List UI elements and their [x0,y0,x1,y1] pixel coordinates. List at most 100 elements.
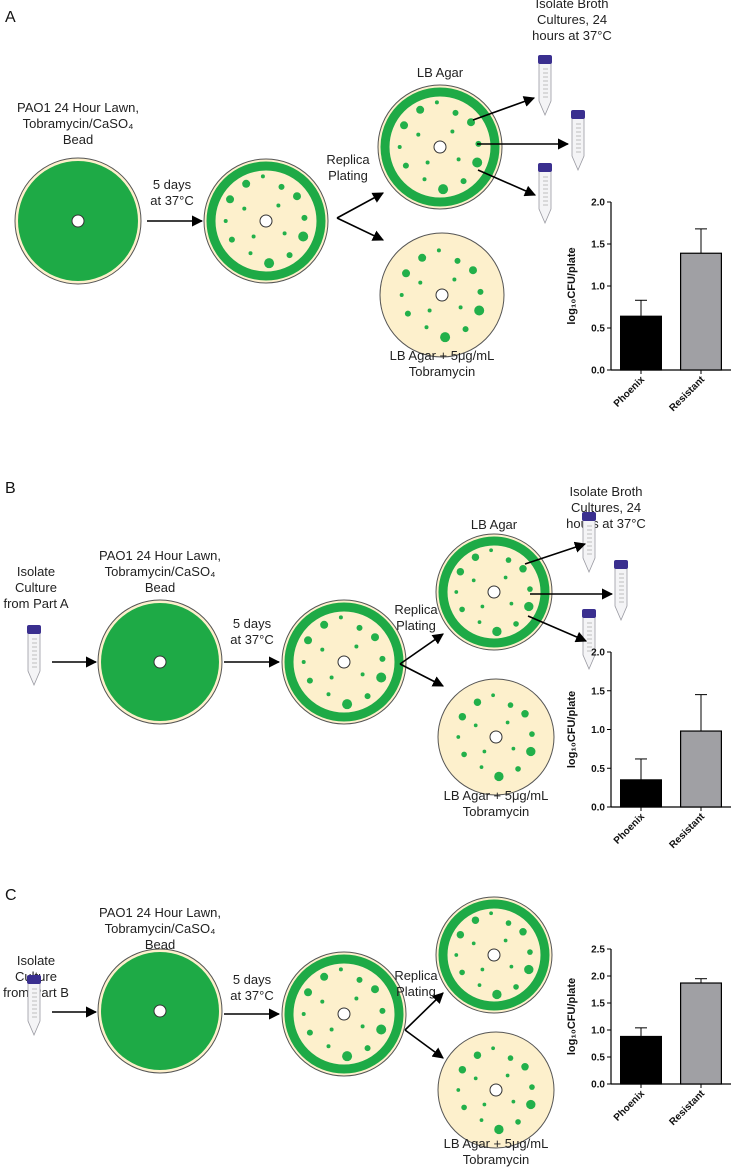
tobramycin-bead [71,214,85,228]
incubation-label: 5 days [233,616,272,631]
colony [503,575,508,580]
colony [505,1073,510,1078]
colony [494,771,504,782]
colony [452,109,459,116]
arrow-icon [404,1029,444,1059]
tobramycin-plate-label: LB Agar + 5μg/mL [444,1136,549,1151]
colony [436,248,441,253]
colony [320,999,325,1004]
colony [223,219,228,223]
colony [376,672,387,683]
petri-dish-icon [435,533,553,651]
y-tick-label: 1.5 [591,240,605,251]
petri-dish-icon [281,951,407,1077]
broth-cultures-label: hours at 37°C [532,28,612,43]
replica-plating-label: Replica [326,152,370,167]
replica-plating-label: Replica [394,968,438,983]
tobramycin-bead [337,655,351,669]
lawn-label: Bead [145,580,175,595]
falcon-tube-icon [27,625,41,687]
colony [418,280,423,285]
tobramycin-plate-label: Tobramycin [463,804,529,819]
y-axis-label: log₁₀CFU/plate [566,691,578,768]
start-label: from Part A [3,596,68,611]
tobramycin-plate-label: LB Agar + 5μg/mL [444,788,549,803]
colony [354,996,359,1001]
broth-cultures-label: Isolate Broth [570,484,643,499]
broth-cultures-label: Cultures, 24 [571,500,641,515]
y-tick-label: 1.5 [591,686,605,697]
colony [228,236,235,243]
tobramycin-bead [489,730,503,744]
colony [342,699,353,710]
colony [434,100,439,105]
colony [458,305,463,310]
lb-agar-label: LB Agar [471,517,518,532]
colony [477,983,482,988]
colony [226,195,235,204]
colony [529,731,535,737]
colony [491,1046,495,1051]
colony [364,1045,371,1052]
broth-cultures-label: hours at 37°C [566,516,646,531]
colony [371,633,379,642]
colony [477,620,482,625]
colony [286,252,293,259]
colony [320,647,325,652]
colony [494,1124,504,1135]
colony [456,1088,461,1092]
tube-cap [27,975,41,984]
category-label: Phoenix [612,374,648,410]
replica-plating-label: Plating [396,984,436,999]
colony [452,277,457,282]
colony [521,1063,529,1071]
colony [326,1044,331,1049]
y-tick-label: 1.0 [591,725,605,736]
colony [416,105,425,114]
colony [479,1118,484,1123]
y-tick-label: 2.0 [591,972,605,983]
colony [461,751,467,758]
colony [505,920,512,926]
colony [505,720,510,725]
arrow-icon [527,615,588,643]
incubation-label: at 37°C [150,193,194,208]
colony [360,672,365,677]
colony [304,988,313,997]
broth-cultures-label: Isolate Broth [536,0,609,11]
colony [513,984,519,990]
colony [293,192,301,201]
y-tick-label: 2.0 [591,648,605,659]
arrow-icon [399,633,444,665]
colony [397,145,402,149]
colony [492,989,502,1000]
colony [482,1102,487,1107]
colony [527,949,533,955]
lawn-label: PAO1 24 Hour Lawn, [99,548,221,563]
colony [376,1024,387,1035]
colony [338,615,343,620]
colony [513,621,519,627]
arrow-icon [399,663,444,687]
tobramycin-bead [259,214,273,228]
bar-resistant [679,982,722,1085]
category-label: Resistant [668,1088,708,1128]
bar-phoenix [619,779,662,808]
colony [416,132,421,137]
petri-dish-icon [281,599,407,725]
tobramycin-bead [489,1083,503,1097]
panel-letter: C [5,887,17,904]
colony [260,174,265,179]
category-label: Resistant [668,811,708,851]
colony [511,746,516,751]
colony [320,620,329,629]
colony [379,655,386,662]
start-label: Isolate [17,953,55,968]
colony [492,626,502,637]
colony [491,693,495,698]
lawn-ring [438,899,550,1011]
colony [360,1024,365,1029]
